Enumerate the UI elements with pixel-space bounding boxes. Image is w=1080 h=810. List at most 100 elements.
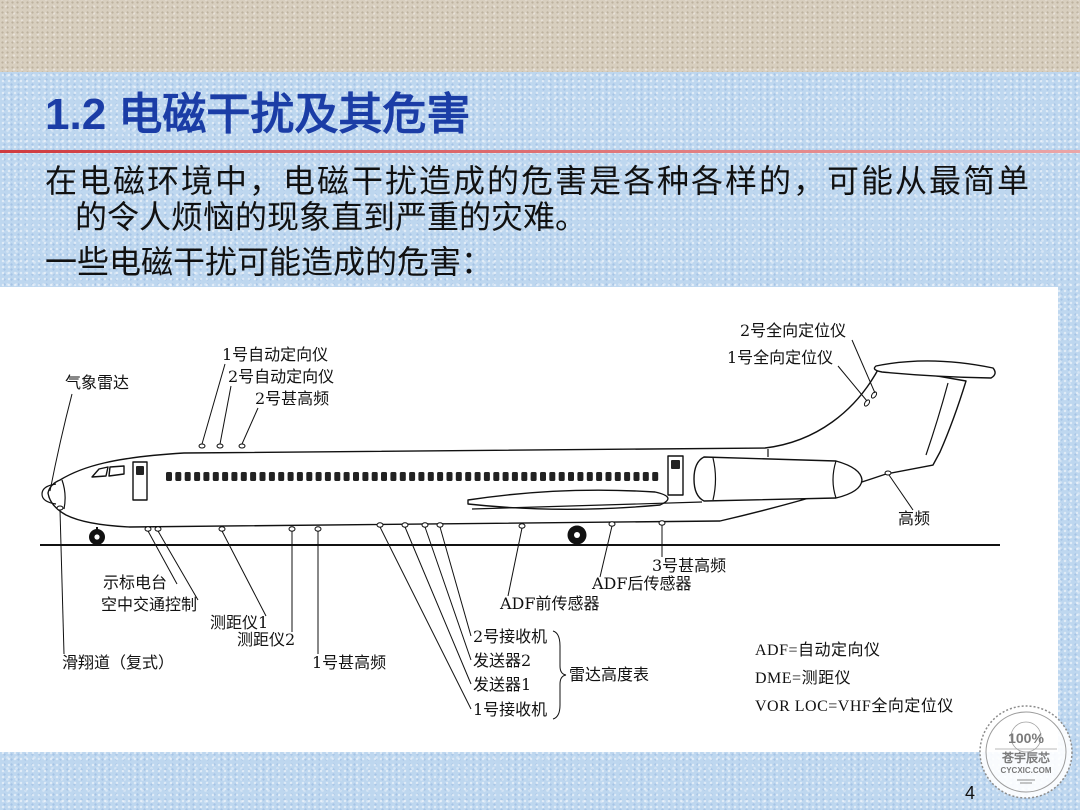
main-gear-hub [574, 532, 580, 538]
leader-atc [157, 530, 199, 601]
antenna-vhf-2 [238, 443, 246, 449]
slide-title: 1.2 电磁干扰及其危害 [45, 90, 471, 139]
label-transmitter-2: 发送器2 [473, 651, 531, 670]
aircraft [41, 360, 996, 545]
leader-transmitter-2 [424, 526, 472, 661]
watermark-seal: 100% 苍宇辰芯 CYCXIC.COM [979, 705, 1073, 799]
cabin-window [353, 472, 359, 481]
cabin-window [250, 472, 257, 481]
antenna-vor-2 [870, 391, 878, 399]
antenna-adf-1 [198, 443, 206, 449]
rear-door-window [671, 460, 680, 469]
cockpit-window-right [108, 465, 125, 477]
horizontal-stabilizer [873, 360, 996, 379]
front-door-window [136, 466, 144, 475]
leader-receiver-2 [439, 526, 472, 637]
cabin-window [493, 472, 500, 481]
cabin-window [586, 472, 593, 481]
antenna-receiver-2 [436, 522, 444, 528]
cabin-window [465, 472, 472, 481]
cabin-window [343, 472, 350, 481]
cabin-window [642, 472, 649, 481]
leader-vor-1 [837, 365, 868, 402]
label-weather-radar: 气象雷达 [65, 373, 129, 392]
label-marker-beacon: 示标电台 [103, 573, 167, 592]
antenna-atc [154, 526, 162, 532]
cabin-window [455, 472, 462, 481]
cabin-window [633, 472, 640, 481]
rudder-line [925, 382, 949, 456]
leader-vor-2 [851, 339, 876, 394]
cabin-window [399, 472, 406, 481]
cabin-window [278, 472, 285, 481]
cabin-window [306, 472, 313, 481]
cabin-window [596, 472, 603, 481]
cabin-window [652, 472, 659, 481]
engine-nacelle [693, 456, 863, 502]
leader-marker-beacon [147, 530, 178, 585]
cabin-window [624, 472, 631, 481]
seal-ornament [1017, 779, 1035, 784]
label-receiver-1: 1号接收机 [473, 700, 547, 719]
cabin-window [324, 472, 331, 481]
cockpit-window-left [91, 466, 109, 478]
engine-exhaust-line [832, 460, 837, 499]
cabin-window [268, 472, 275, 481]
cabin-window [540, 472, 546, 481]
cabin-window [511, 472, 518, 481]
antenna-hf [884, 470, 892, 476]
leader-adf-rear-sensor [599, 525, 613, 578]
main-landing-gear [567, 525, 587, 545]
cabin-window [212, 472, 219, 481]
cabin-window [184, 472, 191, 481]
seal-inner-ring [985, 711, 1067, 793]
antenna-marker-beacon [144, 526, 152, 532]
legend-adf: ADF=自动定向仪 [755, 641, 881, 659]
cabin-window [231, 472, 238, 481]
wing-trailing-edge [471, 501, 703, 510]
diagram-labels: 2号全向定位仪 1号全向定位仪 1号自动定向仪 气象雷达 2号自动定向仪 2号甚… [62, 321, 930, 719]
cabin-window [315, 472, 322, 481]
cabin-window [418, 472, 425, 481]
label-glideslope: 滑翔道（复式） [62, 653, 174, 672]
seal-percent: 100% [1008, 730, 1044, 746]
leader-adf-1 [201, 363, 226, 445]
leader-transmitter-1 [404, 526, 472, 685]
cabin-window [194, 472, 201, 481]
aircraft-antenna-diagram: 2号全向定位仪 1号全向定位仪 1号自动定向仪 气象雷达 2号自动定向仪 2号甚… [40, 321, 1000, 720]
cabin-window [175, 472, 182, 481]
label-vor-2: 2号全向定位仪 [740, 321, 846, 340]
cabin-window [568, 472, 574, 481]
leader-dme-1 [221, 530, 267, 617]
cabin-window [296, 472, 303, 481]
antenna-dme-1 [218, 526, 226, 532]
antenna-transmitter-1 [401, 522, 409, 528]
label-atc: 空中交通控制 [101, 595, 197, 614]
cabin-window [259, 472, 266, 481]
label-adf-front-sensor: ADF前传感器 [499, 594, 600, 613]
antenna-vhf-1 [314, 526, 322, 532]
cabin-window [362, 472, 369, 481]
cabin-window [558, 472, 565, 481]
cabin-window [614, 472, 621, 481]
cabin-window [381, 472, 387, 481]
cabin-window [521, 472, 528, 481]
page-number: 4 [965, 783, 976, 803]
leader-glideslope [59, 509, 65, 655]
seal-domain: CYCXIC.COM [1000, 766, 1051, 775]
antenna-receiver-1 [376, 522, 384, 528]
antenna-adf-2 [216, 443, 224, 449]
seal-name: 苍宇辰芯 [1001, 750, 1050, 765]
cabin-window [605, 472, 612, 481]
label-dme-1: 测距仪1 [210, 613, 268, 632]
body-line-3: 一些电磁干扰可能造成的危害： [45, 243, 494, 281]
cabin-window-row [166, 472, 659, 481]
label-adf-rear-sensor: ADF后传感器 [591, 574, 692, 593]
cabin-window [222, 472, 229, 481]
label-adf-1: 1号自动定向仪 [222, 345, 328, 364]
label-radar-altimeter: 雷达高度表 [569, 665, 649, 684]
leader-adf-front-sensor [507, 527, 523, 597]
antenna-vhf-3 [658, 520, 666, 526]
leader-vhf-2 [241, 407, 259, 445]
cabin-window [446, 472, 453, 481]
